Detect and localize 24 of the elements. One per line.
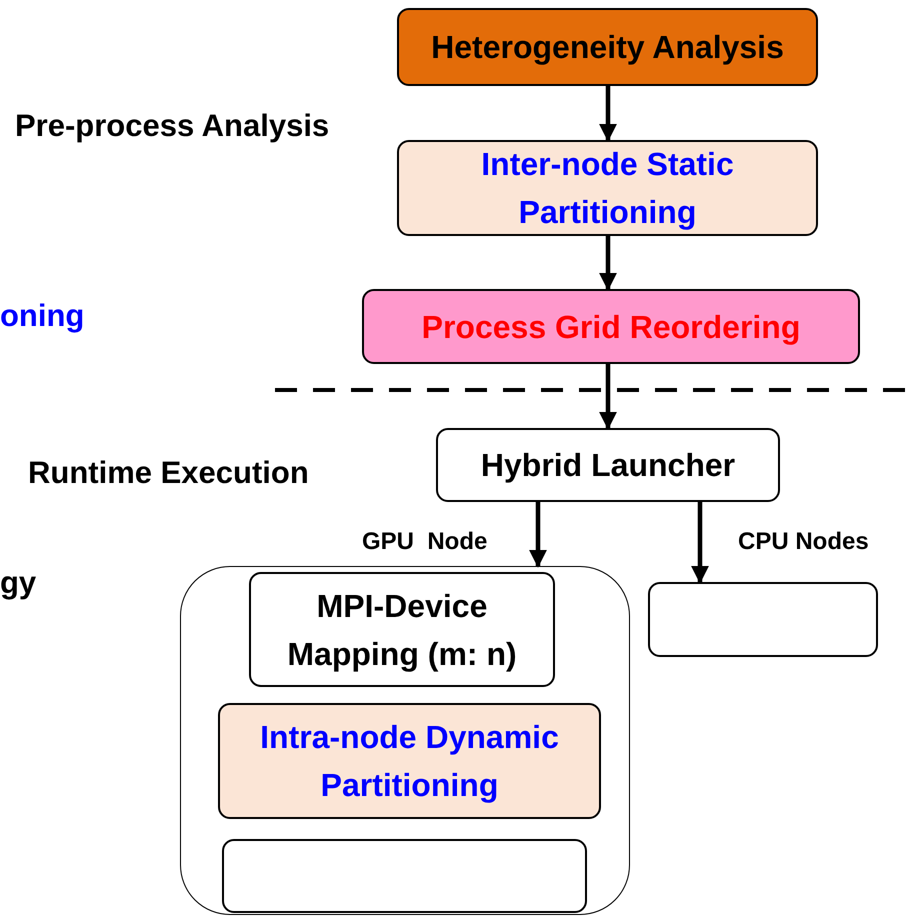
node-label: Intra-node Dynamic Partitioning [259,718,560,805]
section-label: oning [0,298,84,334]
empty-box [222,839,587,913]
arrow [599,364,617,430]
node-label: Inter-node Static Partitioning [480,145,735,232]
process-box [249,572,555,687]
process-box [397,140,818,236]
node-label: MPI-Device Mapping (m: n) [286,586,518,674]
process-box [397,8,818,86]
section-label: Runtime Execution [28,455,309,491]
node-label: Hybrid Launcher [480,446,736,485]
arrow [691,502,709,584]
arrow [529,502,547,568]
section-label: Pre-process Analysis [15,108,330,144]
process-box [436,428,780,502]
process-box [218,703,601,819]
empty-box [648,582,878,657]
arrow [599,236,617,291]
group-container [180,566,630,915]
section-label: gy [0,565,36,601]
node-label: Process Grid Reordering [422,308,800,347]
arrow [599,86,617,142]
node-label: Heterogeneity Analysis [431,28,784,67]
process-box [362,289,860,364]
